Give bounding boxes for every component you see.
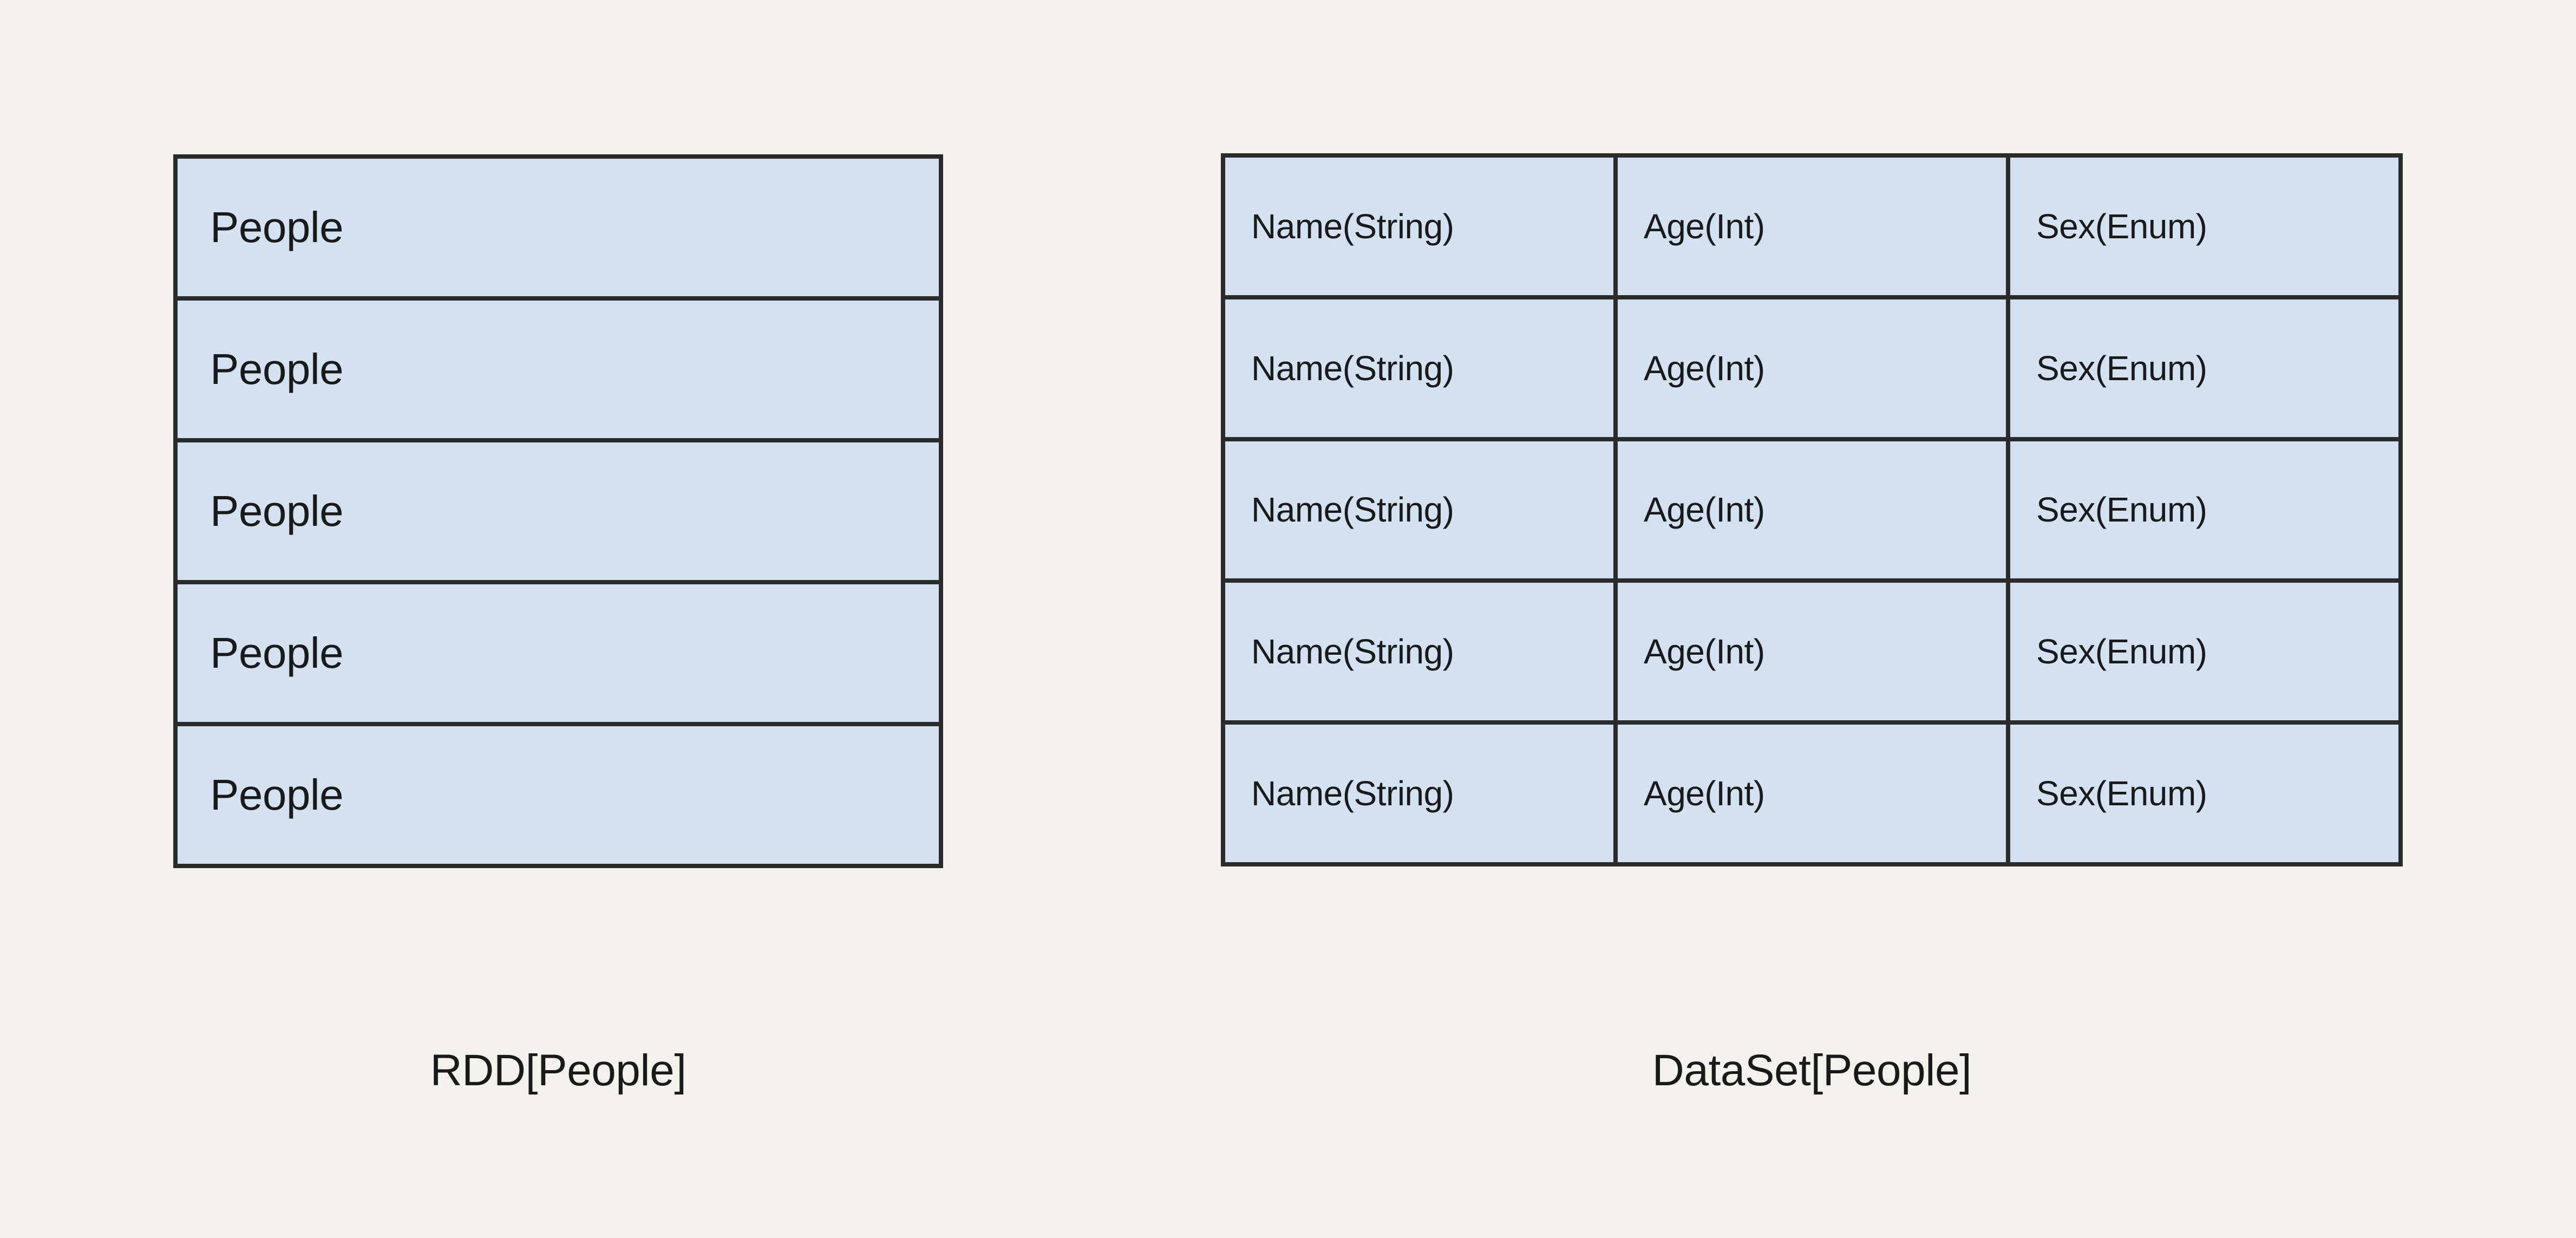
dataset-cell-age: Age(Int) [1618,158,2010,295]
dataset-table: Name(String) Age(Int) Sex(Enum) Name(Str… [1221,153,2403,866]
dataset-cell-sex: Sex(Enum) [2010,158,2398,295]
dataset-caption: DataSet[People] [1652,1046,1972,1095]
rdd-cell: People [178,442,939,580]
table-row: People [178,301,939,442]
table-row: Name(String) Age(Int) Sex(Enum) [1225,725,2398,862]
rdd-cell: People [178,584,939,722]
dataset-cell-name: Name(String) [1225,299,1618,437]
dataset-cell-sex: Sex(Enum) [2010,441,2398,579]
dataset-cell-sex: Sex(Enum) [2010,725,2398,862]
table-row: Name(String) Age(Int) Sex(Enum) [1225,583,2398,725]
dataset-cell-sex: Sex(Enum) [2010,299,2398,437]
table-row: People [178,159,939,301]
rdd-cell: People [178,159,939,296]
table-row: People [178,726,939,864]
dataset-cell-name: Name(String) [1225,158,1618,295]
dataset-cell-age: Age(Int) [1618,441,2010,579]
dataset-cell-age: Age(Int) [1618,725,2010,862]
dataset-cell-name: Name(String) [1225,583,1618,721]
dataset-cell-name: Name(String) [1225,441,1618,579]
rdd-cell: People [178,726,939,864]
table-row: People [178,584,939,726]
table-row: Name(String) Age(Int) Sex(Enum) [1225,158,2398,299]
dataset-cell-name: Name(String) [1225,725,1618,862]
dataset-cell-sex: Sex(Enum) [2010,583,2398,721]
rdd-caption: RDD[People] [430,1046,687,1095]
rdd-cell: People [178,301,939,438]
table-row: Name(String) Age(Int) Sex(Enum) [1225,299,2398,441]
dataset-cell-age: Age(Int) [1618,583,2010,721]
table-row: Name(String) Age(Int) Sex(Enum) [1225,441,2398,583]
dataset-cell-age: Age(Int) [1618,299,2010,437]
table-row: People [178,442,939,584]
rdd-table: People People People People People [173,154,943,868]
